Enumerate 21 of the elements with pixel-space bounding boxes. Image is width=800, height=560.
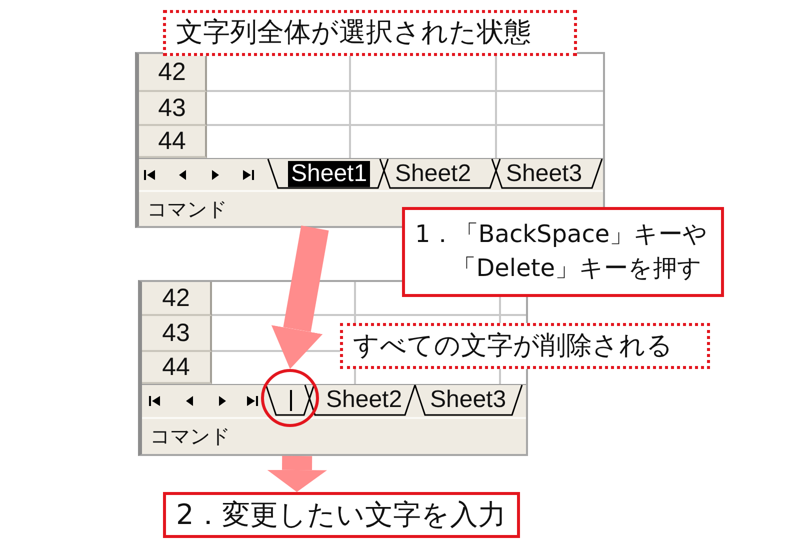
row-header: 44 [139, 126, 207, 158]
row-header: 44 [142, 352, 212, 384]
row-header: 43 [142, 316, 212, 352]
sheet-name: Sheet2 [395, 161, 472, 187]
sheet-name: Sheet2 [326, 387, 402, 413]
callout-text: すべての文字が削除される [353, 330, 673, 362]
instruction-box [163, 492, 520, 538]
callout-box [340, 323, 710, 369]
row-header: 42 [142, 282, 212, 316]
instruction-box [402, 207, 724, 297]
arrow [267, 456, 327, 492]
sheet-name: Sheet3 [430, 387, 506, 413]
row-header: 42 [139, 54, 207, 92]
row-header: 43 [139, 92, 207, 126]
selected-sheet-name: Sheet1 [288, 161, 370, 187]
status-bar: コマンド [142, 417, 526, 454]
callout-text: 文字列全体が選択された状態 [176, 16, 531, 50]
highlight-circle [261, 369, 319, 427]
sheet-name: Sheet3 [506, 161, 582, 187]
instruction-text: 2．変更したい文字を入力 [176, 497, 507, 534]
callout-box [163, 10, 577, 56]
